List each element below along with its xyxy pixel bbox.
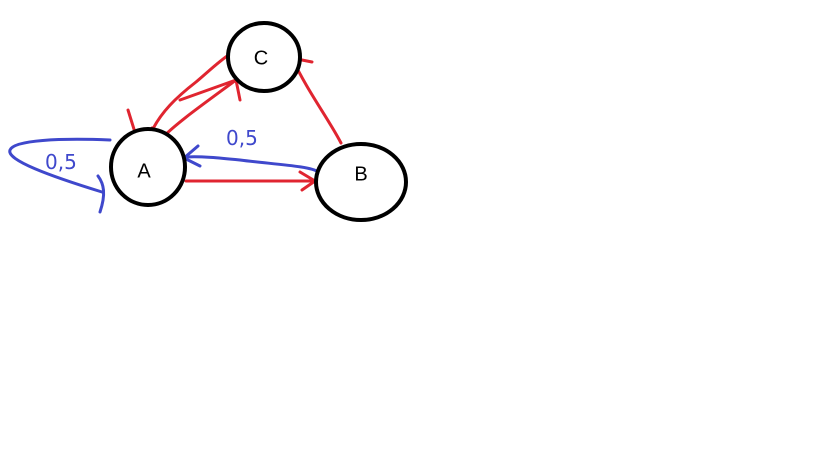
node-b-circle <box>314 142 408 222</box>
node-c-label: C <box>254 47 268 69</box>
edge-a-to-c-inner <box>160 78 238 140</box>
edge-a-to-c-inner-arrowhead <box>178 78 242 102</box>
node-a-label: A <box>137 160 151 182</box>
edge-a-self-loop <box>8 137 112 194</box>
edge-b-to-a <box>184 155 320 174</box>
node-b: B <box>314 142 408 222</box>
edge-b-to-c <box>290 56 343 145</box>
node-b-label: B <box>354 163 367 185</box>
node-a: A <box>109 127 187 207</box>
node-c-circle <box>226 21 302 93</box>
node-a-circle <box>109 127 187 207</box>
edge-label-b-to-a: 0,5 <box>226 126 258 150</box>
edge-label-a-self-loop: 0,5 <box>45 150 77 174</box>
edge-a-to-c-outer <box>148 52 232 137</box>
node-c: C <box>226 21 302 93</box>
edge-a-self-loop-arrowhead <box>96 174 106 214</box>
